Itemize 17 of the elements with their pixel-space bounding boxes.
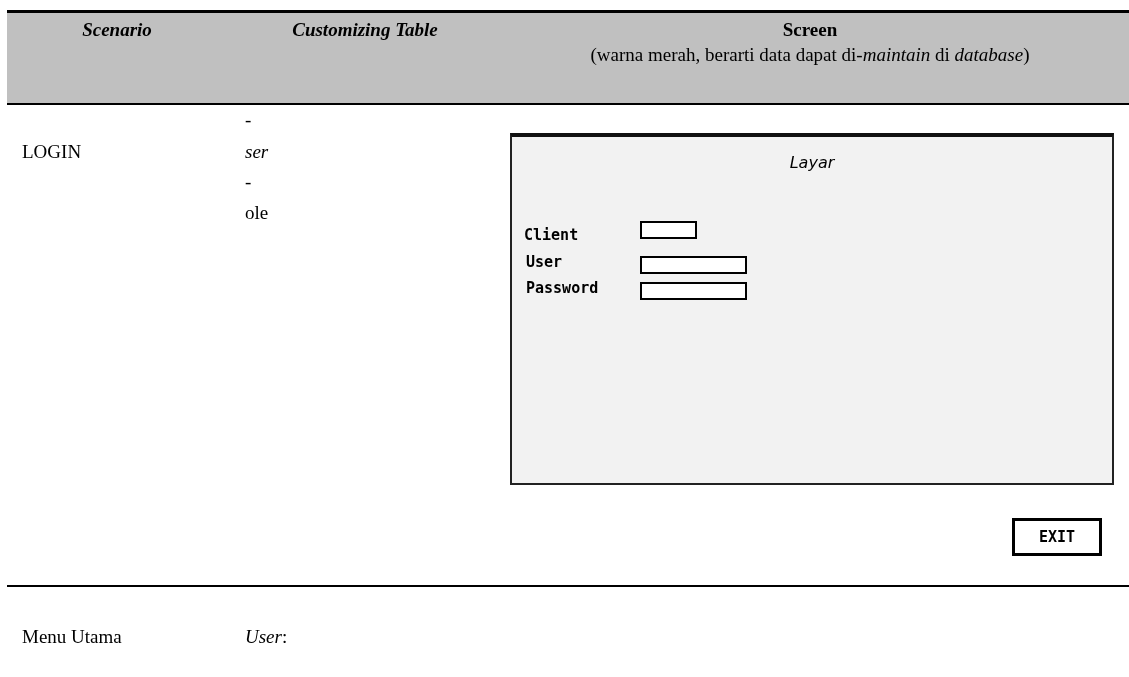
column-header: Screen [781, 18, 839, 42]
field-label: Client [524, 225, 580, 246]
screen-panel [510, 133, 1114, 485]
cell-text: User: [245, 625, 289, 649]
column-header: Scenario [81, 18, 153, 42]
cell-text: - [245, 170, 253, 194]
cell-text: - [245, 108, 253, 132]
cell-text: ole [245, 201, 270, 225]
exit-button: EXIT [1012, 518, 1102, 556]
cell-text: ser [245, 140, 270, 164]
column-header: Customizing Table [291, 18, 439, 42]
screen-title: Layar [788, 153, 836, 172]
header-note: (warna merah, berarti data dapat di-maintain di database) [589, 43, 1031, 67]
cell-text: Menu Utama [22, 625, 123, 649]
field-label: User [526, 252, 564, 273]
field-label: Password [526, 278, 600, 299]
cell-text: LOGIN [22, 140, 83, 164]
